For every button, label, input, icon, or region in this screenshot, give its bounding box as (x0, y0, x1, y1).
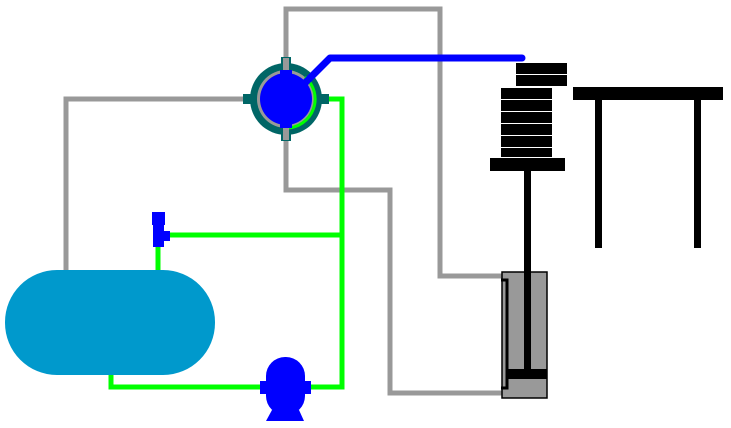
return-lines (63, 6, 504, 396)
reservoir-tank (5, 270, 215, 375)
piston (508, 369, 547, 379)
return-line-tank (63, 96, 248, 272)
weight-stack (490, 63, 567, 171)
platform (490, 158, 565, 171)
table (573, 87, 723, 248)
return-line-cylinder-bottom (283, 136, 504, 396)
return-line-cylinder-top (283, 6, 504, 279)
pump[interactable] (260, 357, 311, 421)
relief-valve (152, 212, 170, 247)
pressure-line-valve (305, 96, 345, 390)
control-line (296, 54, 526, 92)
pressure-line-suction (108, 372, 264, 390)
pressure-lines (108, 96, 345, 390)
hydraulic-cylinder (501, 171, 548, 399)
piston-rod (524, 171, 531, 371)
